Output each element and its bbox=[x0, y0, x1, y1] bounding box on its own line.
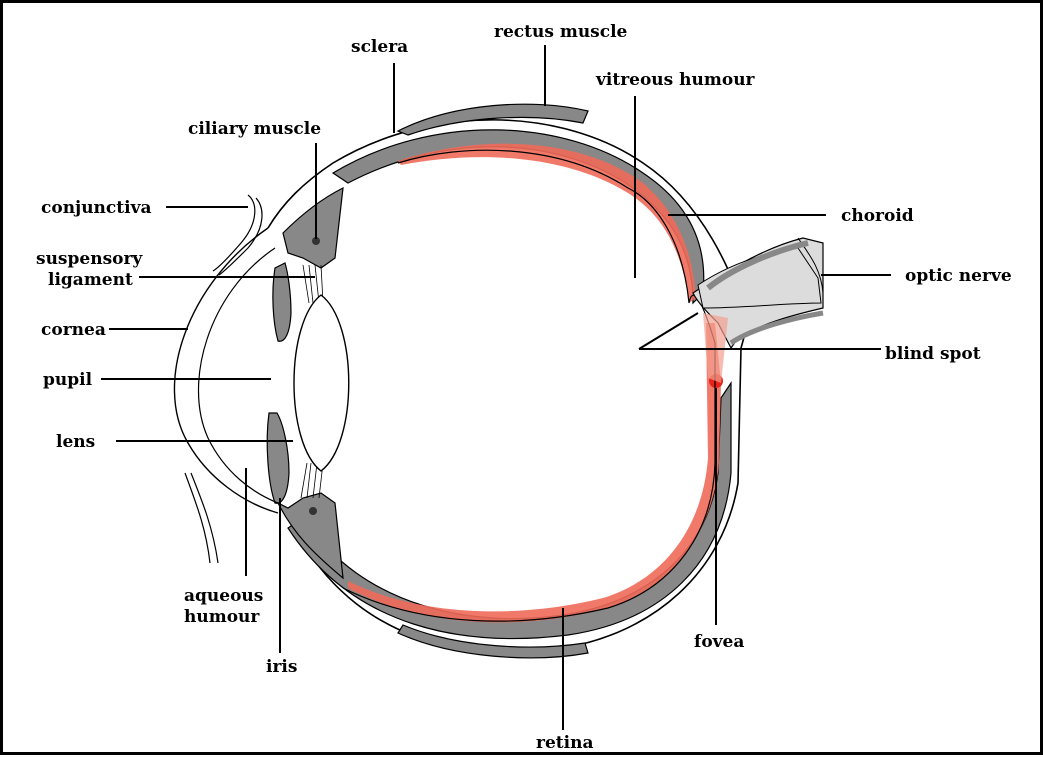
label-aqueous: aqueous bbox=[184, 586, 263, 606]
label-suspensory: suspensory bbox=[36, 249, 143, 269]
label-lens: lens bbox=[56, 432, 95, 452]
label-rectus-muscle: rectus muscle bbox=[494, 22, 628, 42]
label-blind-spot: blind spot bbox=[885, 344, 981, 364]
label-sclera: sclera bbox=[351, 37, 408, 57]
conjunctiva-lower bbox=[191, 473, 218, 563]
choroid-lower bbox=[288, 383, 731, 639]
eye-diagram: sclera rectus muscle vitreous humour cil… bbox=[3, 3, 1043, 758]
label-iris: iris bbox=[266, 657, 297, 677]
label-ciliary-muscle: ciliary muscle bbox=[188, 119, 321, 139]
ciliary-upper bbox=[283, 188, 343, 268]
label-optic-nerve: optic nerve bbox=[905, 266, 1012, 286]
label-pupil: pupil bbox=[43, 370, 93, 390]
label-cornea: cornea bbox=[41, 320, 106, 340]
lens bbox=[294, 295, 349, 471]
label-retina: retina bbox=[536, 733, 593, 753]
eye-drawing bbox=[174, 104, 823, 658]
cornea-outer bbox=[174, 228, 278, 513]
label-vitreous-humour: vitreous humour bbox=[595, 70, 756, 90]
label-choroid: choroid bbox=[841, 206, 914, 226]
ciliary-lower bbox=[278, 493, 343, 578]
label-conjunctiva: conjunctiva bbox=[41, 198, 151, 218]
label-humour: humour bbox=[184, 607, 260, 627]
label-ligament: ligament bbox=[48, 270, 133, 290]
label-fovea: fovea bbox=[694, 632, 744, 652]
iris-lower bbox=[267, 413, 289, 503]
retina-upper bbox=[398, 144, 696, 303]
iris-upper bbox=[273, 263, 291, 341]
